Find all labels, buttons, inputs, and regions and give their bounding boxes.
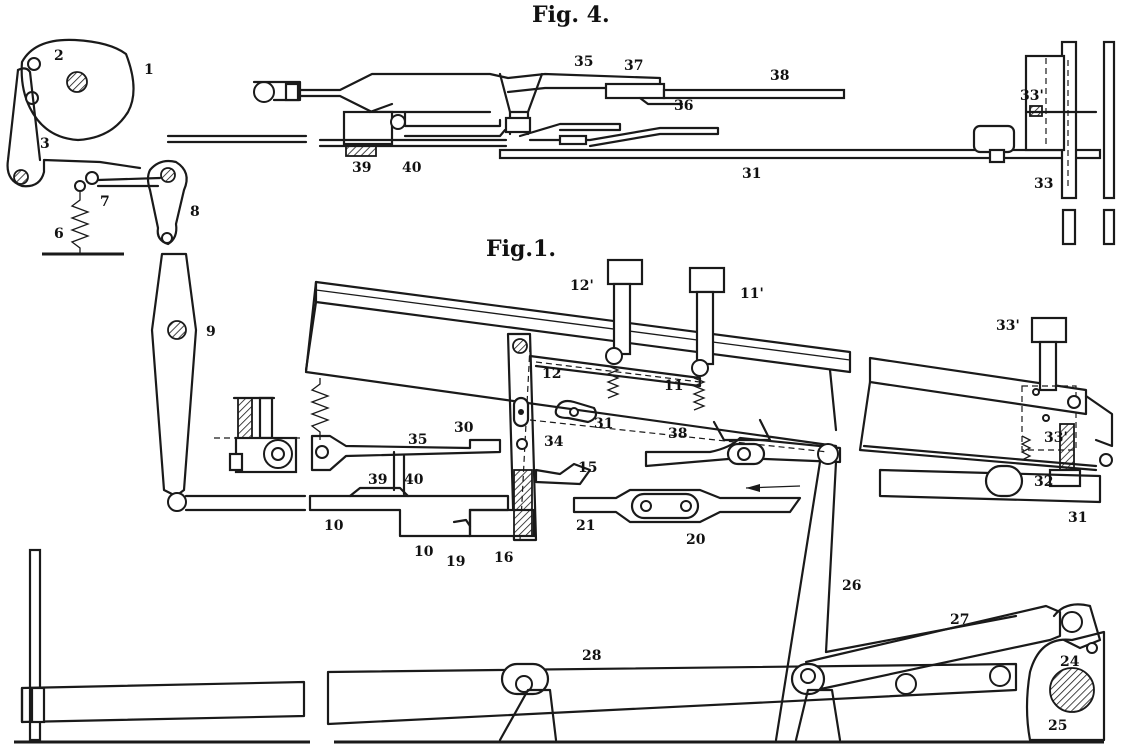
label-21: 21 bbox=[576, 518, 595, 534]
pin-7 bbox=[85, 171, 99, 185]
label-37: 37 bbox=[624, 58, 643, 74]
label-31-right: 31 bbox=[1068, 510, 1087, 526]
label-33p-right: 33' bbox=[996, 318, 1020, 334]
treadle-plate bbox=[20, 680, 306, 724]
part-32 bbox=[1048, 468, 1082, 488]
right-frame bbox=[868, 356, 1088, 416]
pivot-8 bbox=[160, 167, 176, 183]
block-39 bbox=[342, 110, 394, 146]
base-bar-28 bbox=[326, 662, 1018, 726]
bar-10 bbox=[308, 494, 510, 538]
label-40-fig1: 40 bbox=[404, 472, 424, 488]
label-12: 12 bbox=[542, 366, 561, 382]
pivot-12 bbox=[512, 338, 528, 354]
label-7: 7 bbox=[100, 194, 110, 210]
button-11p bbox=[688, 266, 726, 294]
bar-31 bbox=[498, 148, 1102, 160]
label-24: 24 bbox=[1060, 654, 1080, 670]
inclined-frame bbox=[314, 280, 852, 374]
pin-40 bbox=[390, 114, 406, 130]
label-26: 26 bbox=[842, 578, 861, 594]
pivot-26 bbox=[817, 443, 839, 465]
cam-25 bbox=[1025, 630, 1106, 742]
fig4-title: Fig. 4. bbox=[532, 2, 610, 28]
label-35-fig4: 35 bbox=[574, 54, 593, 70]
right-subfigure bbox=[858, 316, 1114, 504]
rod-26 bbox=[774, 460, 822, 742]
label-38-fig4: 38 bbox=[770, 68, 789, 84]
label-9: 9 bbox=[206, 324, 216, 340]
label-19: 19 bbox=[446, 554, 465, 570]
pivot-9 bbox=[167, 320, 187, 340]
label-28: 28 bbox=[582, 648, 601, 664]
label-33-fig4: 33 bbox=[1034, 176, 1053, 192]
label-12p: 12' bbox=[570, 278, 594, 294]
slide-20 bbox=[572, 488, 802, 524]
label-10-b: 10 bbox=[414, 544, 434, 560]
rod-38 bbox=[662, 88, 846, 100]
label-1: 1 bbox=[144, 62, 154, 78]
label-8: 8 bbox=[190, 204, 200, 220]
fig4-guide bbox=[498, 72, 544, 114]
treadle-post bbox=[28, 548, 42, 742]
pin-34 bbox=[516, 438, 528, 450]
cam-shaft-25 bbox=[1049, 667, 1095, 713]
label-2: 2 bbox=[54, 48, 64, 64]
fig4-block bbox=[972, 124, 1016, 154]
label-30: 30 bbox=[454, 420, 474, 436]
bracket-hatched bbox=[237, 397, 253, 439]
fig4-assembly bbox=[166, 40, 1116, 246]
label-15: 15 bbox=[578, 460, 597, 476]
label-11: 11 bbox=[664, 378, 683, 394]
label-33p-fig4: 33' bbox=[1020, 88, 1044, 104]
pivot-3 bbox=[13, 169, 29, 185]
label-33p-inner: 33' bbox=[1044, 430, 1068, 446]
cam-shaft bbox=[66, 71, 88, 93]
label-6: 6 bbox=[54, 226, 64, 242]
cam-1 bbox=[20, 38, 135, 142]
label-27: 27 bbox=[950, 612, 969, 628]
fig4-eye bbox=[253, 81, 275, 103]
label-34: 34 bbox=[544, 434, 564, 450]
lever-35 bbox=[310, 434, 502, 472]
label-40-fig4: 40 bbox=[402, 160, 422, 176]
base-31 bbox=[878, 468, 1102, 504]
lever-9 bbox=[150, 252, 198, 498]
button-33p bbox=[1030, 316, 1068, 344]
fig1-assembly bbox=[14, 258, 1106, 744]
pin-2 bbox=[27, 57, 41, 71]
part-15 bbox=[534, 462, 592, 486]
label-32: 32 bbox=[1034, 474, 1053, 490]
label-25: 25 bbox=[1048, 718, 1067, 734]
label-20: 20 bbox=[686, 532, 706, 548]
label-3: 3 bbox=[40, 136, 50, 152]
upright-12 bbox=[506, 332, 538, 542]
label-36: 36 bbox=[674, 98, 693, 114]
plate-37 bbox=[604, 82, 666, 100]
label-39-fig1: 39 bbox=[368, 472, 387, 488]
label-31-fig4: 31 bbox=[742, 166, 761, 182]
slide-38 bbox=[644, 436, 842, 468]
bell-crank-8 bbox=[146, 159, 188, 246]
fig1-title: Fig.1. bbox=[486, 236, 556, 262]
label-35-fig1: 35 bbox=[408, 432, 427, 448]
button-12p bbox=[606, 258, 644, 286]
reference-labels: 1 2 3 6 7 8 9 35 37 36 38 39 40 31 33' 3… bbox=[40, 48, 1087, 734]
label-10-a: 10 bbox=[324, 518, 344, 534]
label-11p: 11' bbox=[740, 286, 764, 302]
label-39-fig4: 39 bbox=[352, 160, 371, 176]
frame-spring bbox=[310, 378, 330, 440]
spring-6 bbox=[70, 192, 90, 254]
lever-27 bbox=[804, 604, 1062, 692]
label-16: 16 bbox=[494, 550, 513, 566]
pivot-lower-9 bbox=[167, 492, 187, 512]
left-linkage bbox=[6, 38, 307, 512]
lever-3 bbox=[6, 68, 142, 188]
label-38-fig1: 38 bbox=[668, 426, 687, 442]
label-31-fig1: 31 bbox=[594, 416, 613, 432]
